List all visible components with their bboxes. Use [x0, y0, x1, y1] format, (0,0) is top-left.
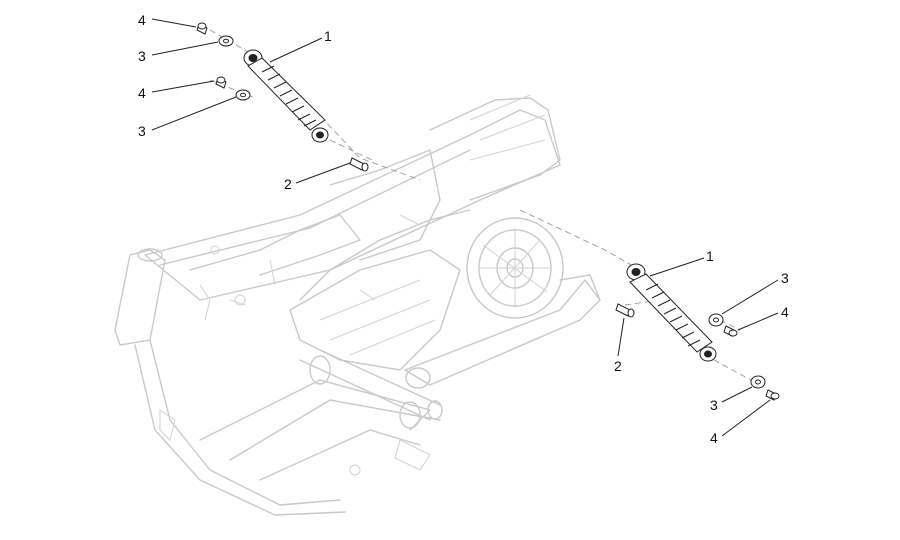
leader-lines [151, 18, 779, 437]
callout-labels: 4 3 4 3 1 2 1 3 4 2 3 4 [138, 12, 789, 446]
washer-icon [750, 375, 766, 389]
callout-4: 4 [138, 85, 146, 101]
bolt-icon [765, 389, 780, 401]
callout-2: 2 [284, 176, 292, 192]
pin-icon [349, 157, 369, 172]
callout-3: 3 [138, 123, 146, 139]
spring-coils [261, 65, 317, 127]
washer-icon [218, 35, 234, 47]
callout-3: 3 [781, 270, 789, 286]
washer-icon [708, 313, 724, 327]
callout-4: 4 [710, 430, 718, 446]
callout-4: 4 [781, 304, 789, 320]
callout-4: 4 [138, 12, 146, 28]
shock-absorber-icon [243, 49, 329, 143]
spring-coils [645, 283, 701, 347]
bolt-icon [215, 76, 227, 89]
pin-icon [615, 303, 635, 318]
shock-absorber-icon [626, 263, 717, 362]
callout-2: 2 [614, 358, 622, 374]
motorcycle-frame [114, 94, 601, 516]
callout-3: 3 [138, 48, 146, 64]
washer-icon [235, 89, 251, 101]
bolt-icon [723, 325, 738, 337]
callout-1: 1 [324, 28, 332, 44]
callout-3: 3 [710, 397, 718, 413]
bolt-icon [196, 22, 208, 35]
callout-1: 1 [706, 248, 714, 264]
